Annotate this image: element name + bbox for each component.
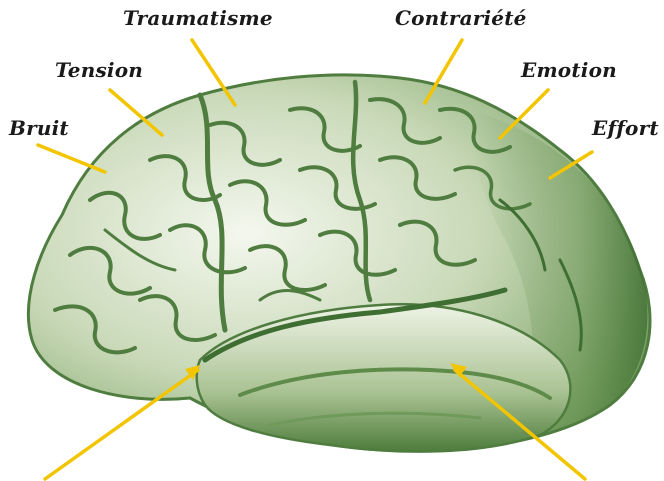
label-contrariete: Contrariété (395, 8, 527, 28)
label-emotion: Emotion (521, 60, 617, 80)
label-effort: Effort (592, 118, 659, 138)
label-tension: Tension (55, 60, 143, 80)
label-bruit: Bruit (9, 118, 69, 138)
pointer-bruit (38, 145, 105, 172)
label-traumatisme: Traumatisme (123, 8, 273, 28)
